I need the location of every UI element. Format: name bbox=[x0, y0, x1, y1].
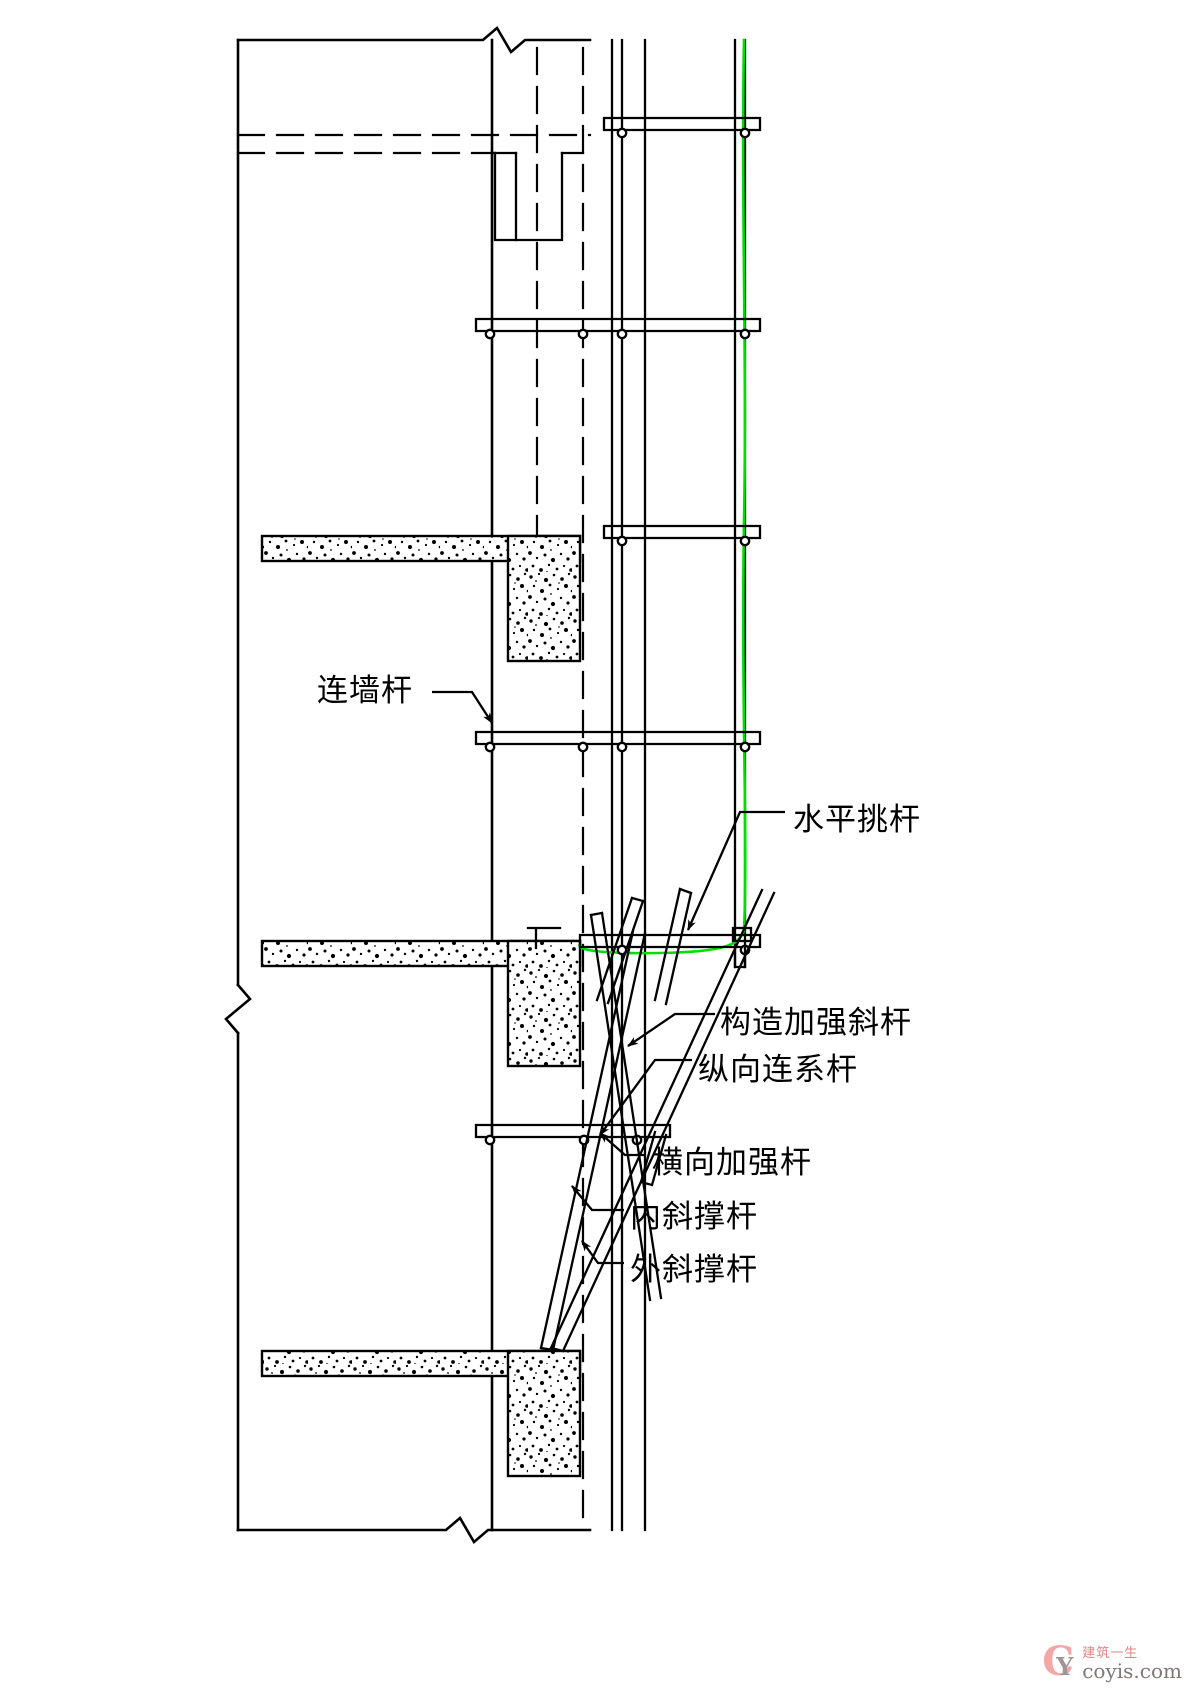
leader-shui-ping-tiao-gan bbox=[686, 810, 785, 931]
leader-lian-qiang-gan bbox=[432, 690, 493, 724]
watermark: C Y 建筑一生 coyis.com bbox=[1042, 1641, 1182, 1682]
floor-slab-3 bbox=[260, 1349, 582, 1478]
leader-nei-xie-cheng bbox=[571, 1185, 624, 1212]
scaffold-ledgers bbox=[474, 116, 762, 1146]
label-wai-xie-cheng-gan: 外斜撑杆 bbox=[630, 1252, 758, 1288]
building-wall-outline bbox=[224, 25, 592, 1545]
watermark-logo-y: Y bbox=[1056, 1651, 1074, 1681]
safety-net-profile bbox=[578, 38, 747, 955]
watermark-en: coyis.com bbox=[1082, 1659, 1182, 1683]
label-shui-ping-tiao-gan: 水平挑杆 bbox=[793, 802, 921, 838]
inner-diagonal-brace bbox=[539, 929, 647, 1352]
hidden-construction-lines bbox=[236, 133, 592, 155]
hidden-vertical-lines bbox=[535, 46, 585, 1530]
watermark-logo-c: C bbox=[1042, 1637, 1075, 1685]
outer-standard-stub bbox=[733, 945, 747, 969]
coupler-top-outer bbox=[731, 926, 753, 943]
leader-wai-xie-cheng bbox=[581, 1240, 624, 1265]
watermark-logo: C Y bbox=[1042, 1641, 1076, 1682]
label-zong-xiang-lian-xi-gan: 纵向连系杆 bbox=[698, 1052, 858, 1088]
longitudinal-tie-brace bbox=[589, 911, 663, 1302]
leader-zong-xiang-lian-xi bbox=[599, 1058, 692, 1136]
brace-stub-lower bbox=[639, 1130, 668, 1187]
watermark-text: 建筑一生 coyis.com bbox=[1082, 1647, 1182, 1682]
wall-recess-detail bbox=[493, 151, 585, 242]
leader-heng-xiang-jia-qiang bbox=[599, 1132, 646, 1157]
leader-lines bbox=[432, 690, 785, 1265]
brace-short-right bbox=[653, 887, 693, 1006]
outer-diagonal-brace bbox=[549, 888, 776, 1353]
floor-slab-1 bbox=[260, 534, 582, 663]
floor-slab-2 bbox=[260, 939, 582, 1068]
label-heng-xiang-jia-qiang-gan: 横向加强杆 bbox=[652, 1145, 812, 1181]
label-gou-zao-jia-qiang-xie-gan: 构造加强斜杆 bbox=[720, 1005, 912, 1041]
leader-gou-zao-jia-qiang bbox=[627, 1012, 715, 1047]
label-lian-qiang-gan: 连墙杆 bbox=[317, 673, 413, 709]
scaffold-standards bbox=[610, 38, 747, 1532]
watermark-cn: 建筑一生 bbox=[1082, 1646, 1139, 1662]
label-nei-xie-cheng-gan: 内斜撑杆 bbox=[630, 1199, 758, 1235]
